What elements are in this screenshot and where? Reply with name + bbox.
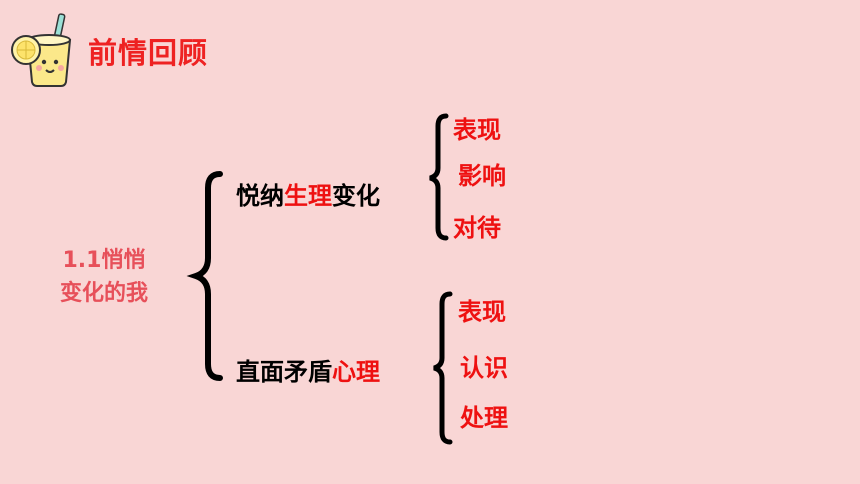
root-line-2: 变化的我 xyxy=(59,281,148,306)
root-brace xyxy=(186,171,223,381)
leaf-influence: 影响 xyxy=(458,162,506,190)
leaf-understanding: 认识 xyxy=(460,354,508,382)
leaf-manifestation-2: 表现 xyxy=(458,298,506,326)
branch-physiological: 悦纳生理变化 xyxy=(236,176,380,211)
root-node: 1.1悄悄 变化的我 xyxy=(38,244,170,310)
leaf-handling: 处理 xyxy=(460,404,508,432)
branch-label-highlight: 心理 xyxy=(332,358,380,386)
branch-label-highlight: 生理 xyxy=(284,182,332,210)
branch-label-prefix: 悦纳 xyxy=(236,182,284,210)
leaf-manifestation: 表现 xyxy=(453,116,501,144)
branch-label-suffix: 变化 xyxy=(332,182,380,210)
page-title: 前情回顾 xyxy=(88,36,209,70)
branch-label-prefix: 直面矛盾 xyxy=(236,358,332,386)
leaf-treatment: 对待 xyxy=(453,214,501,242)
root-line-1: 1.1悄悄 xyxy=(62,248,146,273)
branch-1-brace xyxy=(429,113,449,241)
lemonade-cup-icon xyxy=(6,10,84,88)
branch-psychological: 直面矛盾心理 xyxy=(236,352,380,387)
branch-2-brace xyxy=(433,291,453,445)
